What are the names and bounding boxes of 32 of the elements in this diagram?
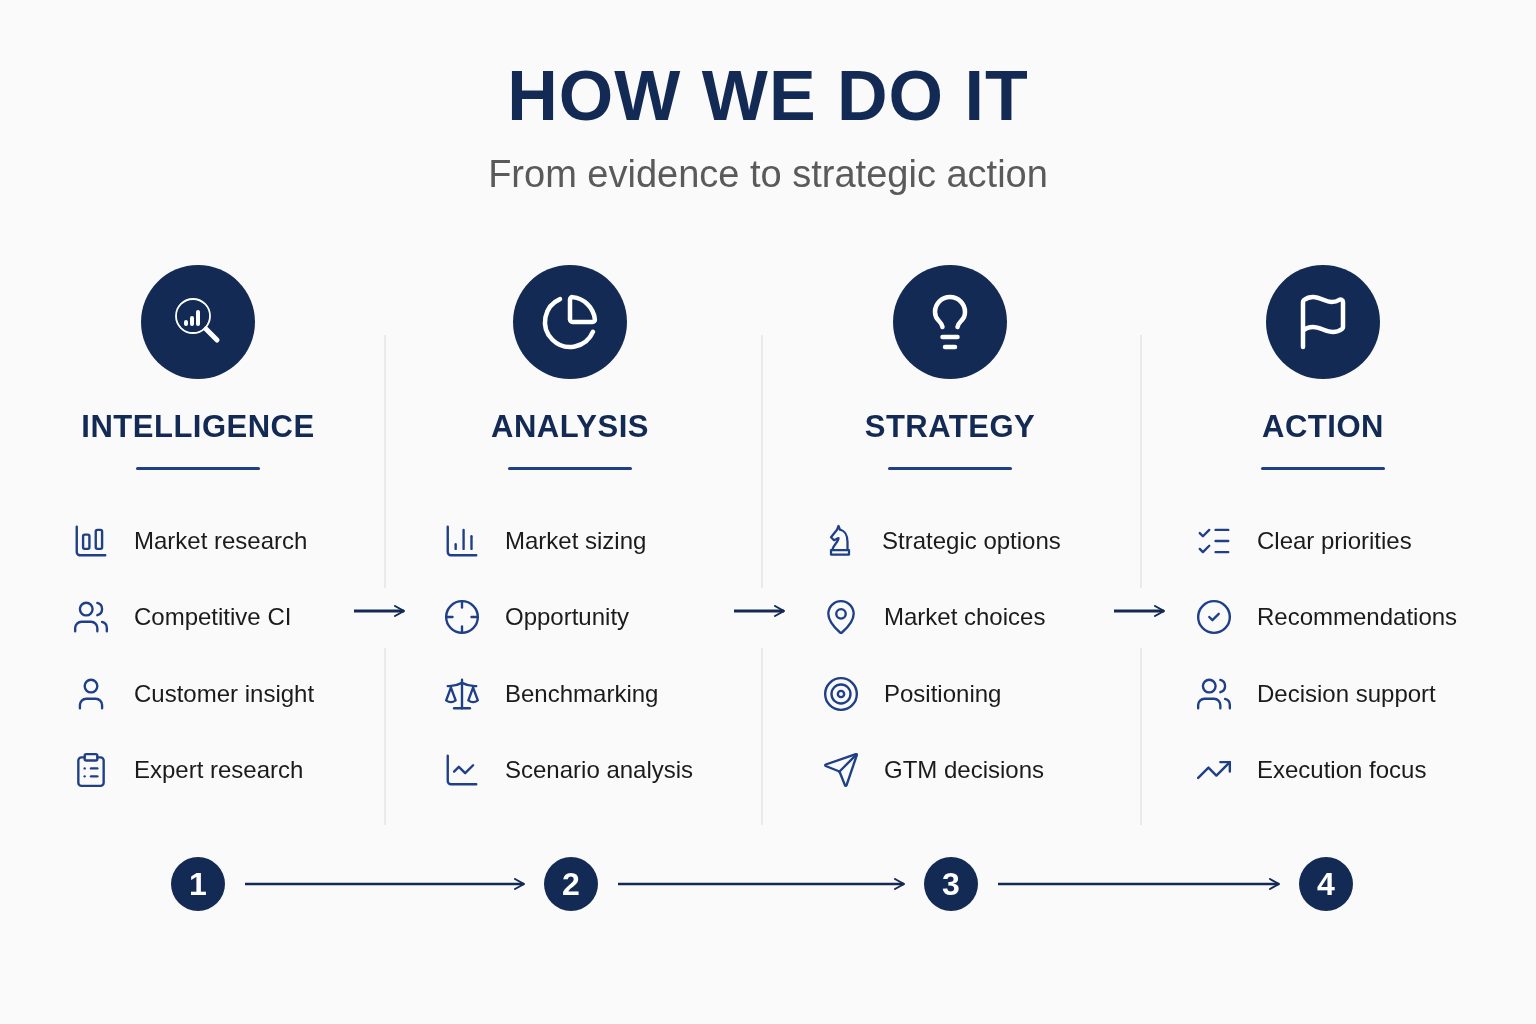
title: HOW WE DO IT <box>506 56 1030 136</box>
column-heading: STRATEGY <box>864 408 1036 446</box>
arrow <box>245 878 525 890</box>
arrow <box>1114 605 1165 617</box>
column-heading: ANALYSIS <box>491 408 649 446</box>
item-label: Decision support <box>1257 680 1436 708</box>
item-label: Market choices <box>884 603 1046 631</box>
step-number: 3 <box>924 857 978 911</box>
item-label: Opportunity <box>505 603 630 631</box>
step-number: 4 <box>1299 857 1353 911</box>
item-label: GTM decisions <box>884 756 1045 784</box>
item-label: Competitive CI <box>134 603 292 631</box>
item-label: Recommendations <box>1257 603 1458 631</box>
item-label: Expert research <box>134 756 304 784</box>
column-heading: ACTION <box>1262 408 1384 446</box>
arrow <box>354 605 405 617</box>
column-heading: INTELLIGENCE <box>81 408 315 446</box>
item-label: Clear priorities <box>1257 527 1412 555</box>
item-label: Market sizing <box>505 527 647 555</box>
arrow <box>734 605 785 617</box>
item-label: Scenario analysis <box>505 756 694 784</box>
item-label: Customer insight <box>134 680 315 708</box>
item-label: Benchmarking <box>505 680 659 708</box>
item-label: Positioning <box>884 680 1002 708</box>
item-label: Execution focus <box>1257 756 1427 784</box>
item-label: Strategic options <box>882 527 1061 555</box>
step-number: 2 <box>544 857 598 911</box>
step-number: 1 <box>171 857 225 911</box>
item-label: Market research <box>134 527 308 555</box>
subtitle: From evidence to strategic action <box>487 152 1049 196</box>
arrow <box>998 878 1280 890</box>
arrow <box>618 878 905 890</box>
